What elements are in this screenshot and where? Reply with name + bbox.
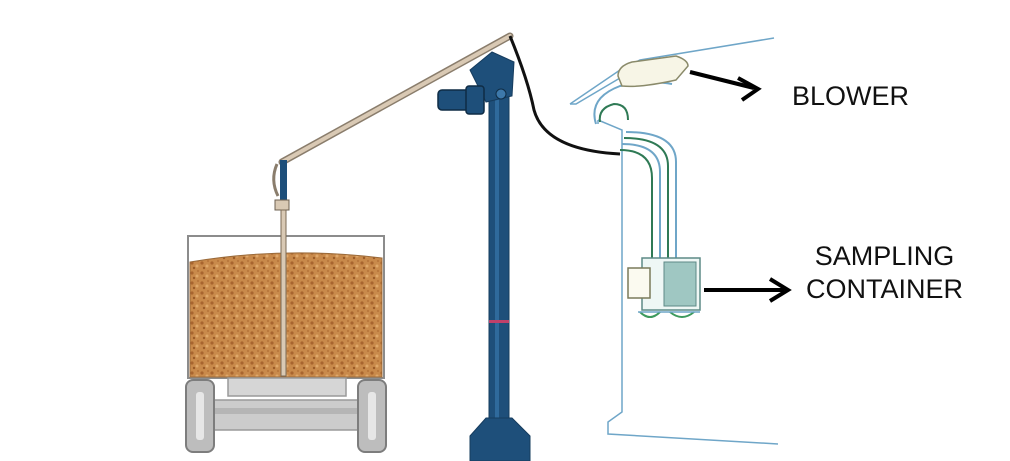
sampling-container-label: SAMPLING CONTAINER bbox=[806, 240, 963, 306]
sampling-container-icon bbox=[627, 257, 701, 318]
sampling-label-line2: CONTAINER bbox=[806, 274, 964, 304]
probe-tube bbox=[280, 209, 287, 377]
arrow-right-icon bbox=[689, 70, 762, 102]
blower-duct bbox=[593, 81, 673, 125]
wheel-left-hub bbox=[196, 392, 204, 440]
mast-joint bbox=[489, 320, 509, 323]
probe-clamp bbox=[274, 199, 290, 211]
sampling-label-line1: SAMPLING bbox=[814, 241, 955, 271]
wheel-right-hub bbox=[368, 392, 376, 440]
sampling-station bbox=[569, 37, 779, 445]
sample-pipes bbox=[619, 149, 653, 262]
trailer-axle bbox=[211, 399, 363, 431]
mast-base bbox=[469, 417, 531, 461]
probe-hook bbox=[272, 163, 280, 197]
station-wall bbox=[597, 119, 779, 445]
blower-label: BLOWER bbox=[792, 81, 910, 111]
axle-bar bbox=[212, 408, 362, 414]
probe-arm bbox=[272, 32, 514, 377]
grain-trailer bbox=[185, 235, 387, 453]
sample-hose bbox=[508, 35, 621, 156]
probe-hanger bbox=[280, 160, 287, 204]
blower-icon bbox=[617, 55, 689, 88]
trailer-chassis bbox=[227, 377, 347, 397]
arrow-right-icon bbox=[704, 277, 792, 303]
probe-mast bbox=[437, 51, 531, 461]
